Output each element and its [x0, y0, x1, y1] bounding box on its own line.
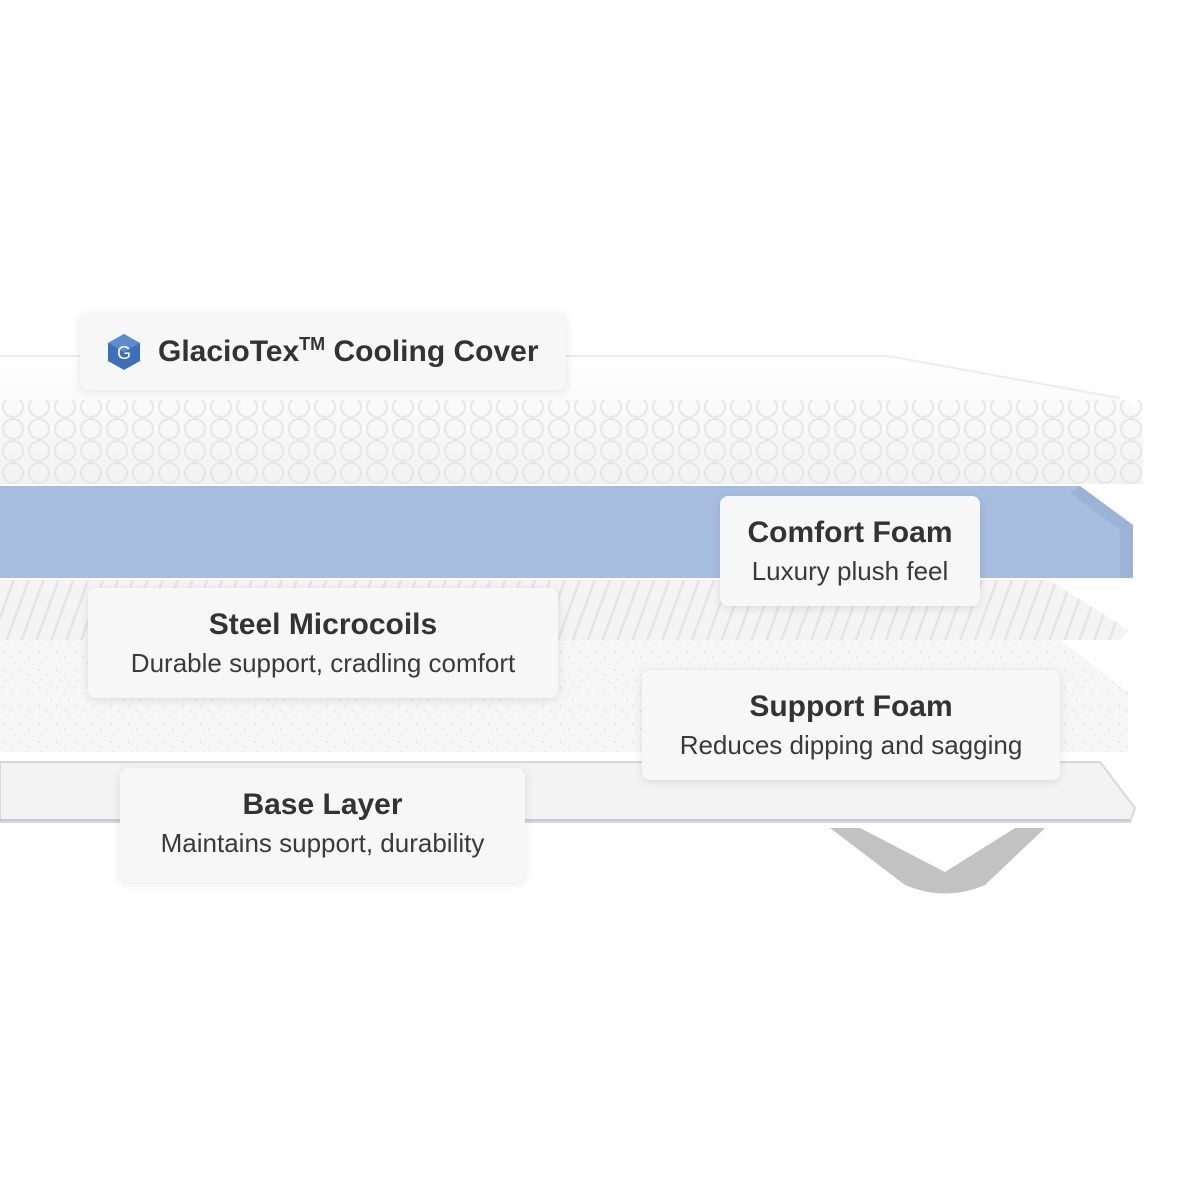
base-strap [830, 828, 1045, 894]
microcoils-subtitle: Durable support, cradling comfort [130, 648, 516, 678]
base-layer-title: Base Layer [242, 788, 403, 821]
base-layer-subtitle: Maintains support, durability [160, 828, 485, 858]
support-foam-label: Support Foam Reduces dipping and sagging [642, 670, 1060, 780]
support-foam-title: Support Foam [749, 690, 953, 723]
support-foam-subtitle: Reduces dipping and sagging [679, 730, 1023, 760]
microcoils-title: Steel Microcoils [208, 608, 438, 641]
comfort-foam-label: Comfort Foam Luxury plush feel [720, 496, 980, 606]
comfort-foam-subtitle: Luxury plush feel [751, 556, 949, 586]
hexagon-g-badge-icon: G [108, 333, 140, 370]
svg-text:G: G [117, 343, 131, 363]
base-layer-label: Base Layer Maintains support, durability [120, 768, 525, 882]
cooling-cover-title: GlacioTexTM Cooling Cover [158, 334, 539, 368]
microcoils-label: Steel Microcoils Durable support, cradli… [88, 588, 558, 698]
comfort-foam-title: Comfort Foam [747, 516, 953, 549]
cooling-cover-label: G GlacioTexTM Cooling Cover [80, 313, 566, 390]
